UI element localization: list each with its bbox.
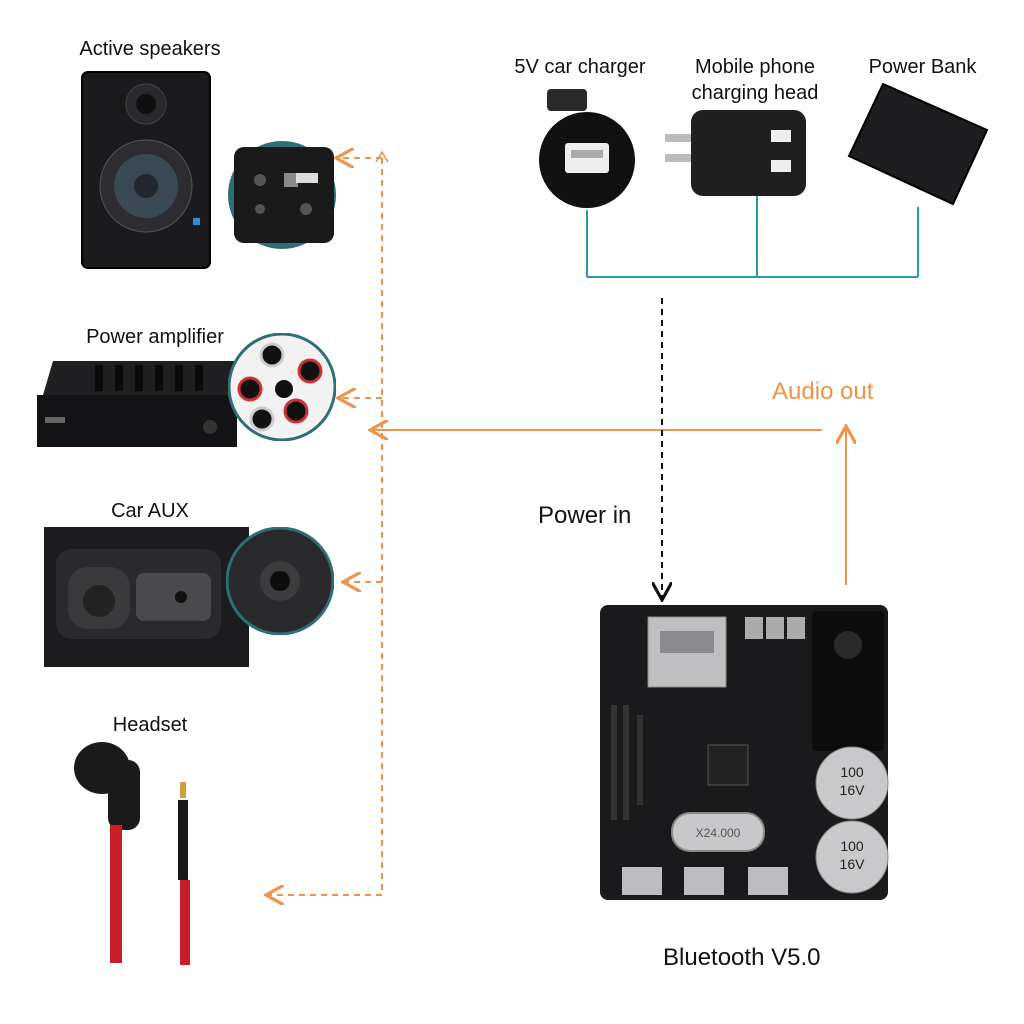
bluetooth-module-board: X24.000 100 16V 100 16V xyxy=(600,605,889,900)
crystal-text: X24.000 xyxy=(696,826,741,840)
aux-port-icon xyxy=(226,527,334,635)
car-charger-label: 5V car charger xyxy=(514,56,646,78)
active-speakers-label: Active speakers xyxy=(79,38,221,60)
amplifier-icon xyxy=(37,361,245,447)
cap1-text2: 16V xyxy=(840,782,866,798)
power-amplifier-label: Power amplifier xyxy=(86,326,224,348)
power-in-label: Power in xyxy=(538,502,632,529)
car-aux-label: Car AUX xyxy=(111,500,189,522)
cap2-text2: 16V xyxy=(840,856,866,872)
phone-head-label-line1: Mobile phone xyxy=(694,56,816,78)
power-bank-icon xyxy=(847,82,989,206)
audio-out-label: Audio out xyxy=(772,378,874,405)
headset-icon xyxy=(74,742,190,965)
car-charger-icon xyxy=(539,89,635,208)
speaker-icon xyxy=(81,71,211,269)
car-aux-icon xyxy=(44,527,249,667)
power-bank-label: Power Bank xyxy=(868,56,977,78)
headset-label: Headset xyxy=(112,714,188,736)
rca-ports-icon xyxy=(228,333,336,441)
phone-head-label-line2: charging head xyxy=(691,82,819,104)
charging-head-icon xyxy=(665,110,806,196)
cap2-text1: 100 xyxy=(840,838,864,854)
speaker-ports-icon xyxy=(228,141,336,249)
cap1-text1: 100 xyxy=(840,764,864,780)
bluetooth-module-label: Bluetooth V5.0 xyxy=(663,944,821,971)
